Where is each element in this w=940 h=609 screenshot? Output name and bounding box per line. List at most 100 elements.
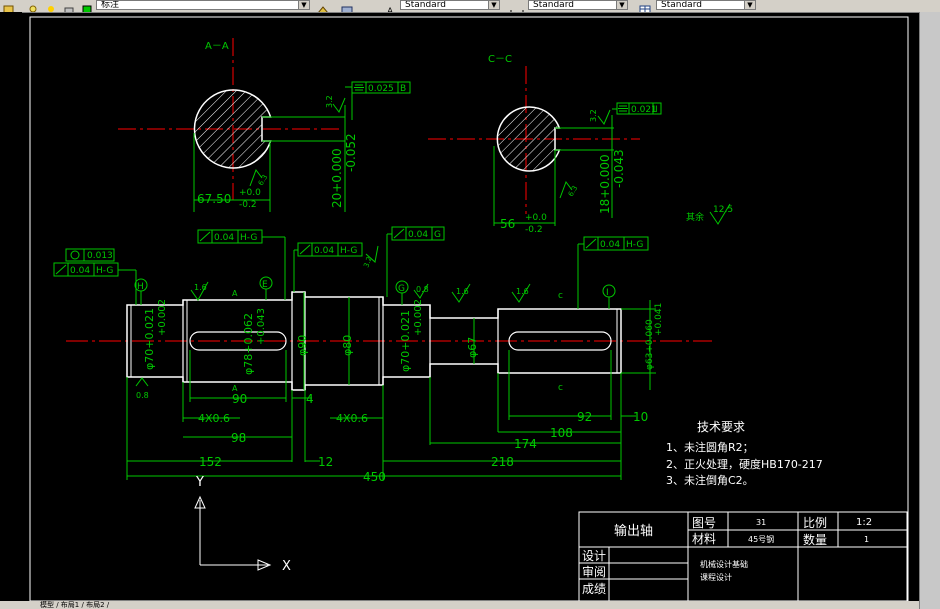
dia-label: φ67	[466, 337, 479, 358]
dim-style-icon[interactable]	[510, 0, 524, 12]
dim-text: 98	[231, 431, 246, 445]
keyway-depth-dim: 20+0.000	[330, 148, 344, 208]
fcf-runout: 0.04 G	[386, 226, 445, 297]
ucs-icon: Y X	[194, 475, 291, 574]
dia-label: +0.002	[157, 299, 168, 336]
table-style-dropdown[interactable]: Standard ▼	[656, 0, 756, 10]
dia-label: φ80	[341, 335, 354, 356]
keyway-depth-dim: 18+0.000	[598, 154, 612, 214]
chevron-down-icon[interactable]: ▼	[744, 1, 755, 9]
dim-text: 90	[232, 392, 247, 406]
dia-label: φ78+0.062	[242, 313, 255, 375]
material-label: 材料	[692, 532, 716, 546]
fcf-group: 0.013 0.04 H-G 0.04 H-G 0.04 H-G	[53, 226, 649, 309]
dim-text: 108	[550, 426, 573, 440]
roughness-symbols: 1.6 0.8 1.6 0.8 1.6 3.2	[135, 245, 531, 400]
fcf-runout: 0.04 H-G	[577, 236, 649, 309]
drawing-no: 31	[756, 518, 766, 527]
dim-text: 450	[363, 470, 386, 484]
section-mark: A	[232, 289, 238, 298]
shaft-outline-bottom	[126, 341, 622, 391]
layout-tabs[interactable]: 模型 / 布局1 / 布局2 /	[0, 601, 919, 609]
layer-previous-icon[interactable]	[340, 0, 354, 12]
fcf-value: 0.04	[314, 246, 334, 256]
chevron-down-icon[interactable]: ▼	[616, 1, 627, 9]
toolbar: 标注 ▼ A Standard ▼ Standard ▼ Standard ▼	[0, 0, 940, 13]
tech-title: 技术要求	[697, 420, 745, 434]
fcf-value: 0.04	[214, 233, 234, 243]
section-mark: c	[558, 383, 563, 393]
ucs-x-label: X	[282, 559, 291, 574]
dia-label: φ90	[296, 335, 309, 356]
lock-icon[interactable]	[62, 0, 76, 12]
design-label: 设计	[582, 549, 606, 563]
remaining-roughness: 其余 12.5	[686, 203, 733, 225]
fcf-value: 0.013	[87, 251, 113, 261]
dia-label: φ70+0.021	[399, 310, 412, 372]
fcf-ref: H-G	[240, 233, 257, 243]
dim-text: 218	[491, 455, 514, 469]
keyway-depth-lower: -0.043	[612, 149, 626, 188]
text-style-value: Standard	[405, 0, 446, 10]
chevron-down-icon[interactable]: ▼	[298, 1, 309, 9]
width-dim: 67.50	[197, 192, 231, 206]
roughness-symbol: 6.3	[249, 168, 269, 187]
text-style-dropdown[interactable]: Standard ▼	[400, 0, 500, 10]
drawing-no-label: 图号	[692, 516, 716, 530]
part-name: 输出轴	[614, 523, 653, 539]
qty-value: 1	[864, 535, 869, 544]
review-label: 审阅	[582, 564, 606, 579]
dia-label: +0.002	[413, 299, 424, 336]
ucs-y-label: Y	[195, 475, 204, 490]
layer-value: 标注	[101, 0, 120, 10]
dia-label: +0.043	[256, 308, 267, 345]
fcf-ref: H-G	[96, 266, 113, 276]
section-aa: A－A 0.025 B 3.2 20+0.000 -0.052 67.50 +0…	[118, 38, 411, 212]
qty-label: 数量	[803, 532, 827, 547]
width-tol-lower: -0.2	[239, 200, 257, 210]
color-swatch-icon	[80, 0, 94, 12]
roughness-symbol: 6.3	[559, 180, 579, 199]
layout-tabs-label[interactable]: 模型 / 布局1 / 布局2 /	[40, 601, 110, 609]
shaft-cross-section	[193, 89, 272, 169]
width-tol-upper: +0.0	[239, 188, 261, 198]
scale-value: 1:2	[856, 517, 872, 528]
width-tol-upper: +0.0	[525, 213, 547, 223]
dim-text: 12	[318, 455, 333, 469]
left-gutter	[0, 12, 22, 609]
roughness-value: 1.6	[516, 287, 529, 296]
technical-requirements: 技术要求 1、未注圆角R2； 2、正火处理，硬度HB170-217 3、未注倒角…	[666, 420, 823, 487]
vertical-scrollbar[interactable]	[919, 12, 940, 609]
tech-item: 2、正火处理，硬度HB170-217	[666, 457, 823, 471]
chevron-down-icon[interactable]: ▼	[488, 1, 499, 9]
fcf-value: 0.025	[368, 84, 394, 94]
drawing-canvas[interactable]: A－A 0.025 B 3.2 20+0.000 -0.052 67.50 +0…	[0, 12, 919, 601]
dia-label: +0.041	[654, 303, 664, 336]
roughness-value: 0.8	[416, 285, 429, 294]
layer-state-icon[interactable]	[2, 0, 16, 12]
section-mark: c	[558, 291, 563, 301]
sun-icon[interactable]	[44, 0, 58, 12]
fcf-value: 0.04	[408, 230, 428, 240]
text-style-icon[interactable]: A	[384, 0, 398, 12]
dim-text: 10	[633, 410, 648, 424]
section-mark: A	[232, 384, 238, 393]
lightbulb-icon[interactable]	[26, 0, 40, 12]
dim-style-dropdown[interactable]: Standard ▼	[528, 0, 628, 10]
make-current-icon[interactable]	[316, 0, 330, 12]
roughness-value: 1.6	[456, 287, 469, 296]
diameter-labels: φ70+0.021 +0.002 φ78+0.062 +0.043 φ90 φ8…	[143, 292, 664, 390]
fcf-value: 0.04	[600, 240, 620, 250]
roughness-value: 6.3	[257, 173, 269, 187]
table-style-icon[interactable]	[638, 0, 652, 12]
width-tol-lower: -0.2	[525, 225, 543, 235]
fcf-ref: H-G	[626, 240, 643, 250]
roughness-value: 3.2	[589, 109, 598, 122]
roughness-value: 3.2	[325, 95, 334, 108]
width-dim: 56	[500, 217, 515, 231]
layer-dropdown[interactable]: 标注 ▼	[96, 0, 310, 10]
course-line-1: 机械设计基础	[700, 559, 748, 569]
table-style-value: Standard	[661, 0, 702, 10]
datum-label: G	[398, 284, 405, 294]
